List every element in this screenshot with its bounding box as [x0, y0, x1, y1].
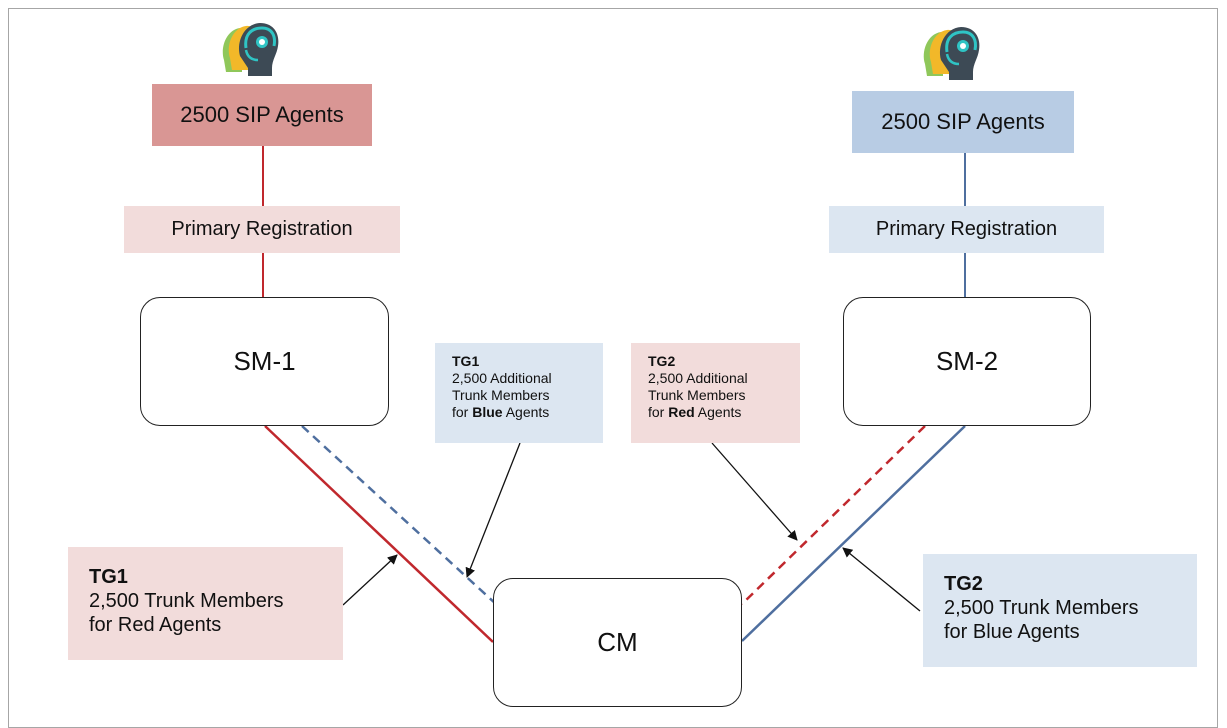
tg2-trunk-box: TG2 2,500 Trunk Members for Blue Agents: [923, 554, 1197, 667]
trunk-line: 2,500 Trunk Members: [944, 597, 1139, 619]
arrow-tg2-note: [711, 442, 798, 541]
note-line: 2,500 Additional: [648, 370, 748, 386]
note-line: for Blue Agents: [452, 404, 603, 421]
note-emphasis: Red: [668, 404, 695, 420]
trunk-title: TG2: [944, 573, 983, 595]
tg2-blue-trunk: [741, 425, 966, 642]
trunk-line: 2,500 Trunk Members: [89, 590, 284, 612]
note-title: TG2: [648, 353, 676, 369]
sm1-node: SM-1: [140, 297, 389, 426]
tg1-additional-note: TG1 2,500 Additional Trunk Members for B…: [435, 343, 603, 443]
tg1-red-trunk: [264, 425, 494, 643]
arrow-tg2-box: [842, 547, 921, 612]
note-prefix: for: [648, 404, 669, 420]
note-line: for Red Agents: [648, 404, 800, 421]
note-line: Trunk Members: [648, 387, 746, 403]
right-sip-agents-box: 2500 SIP Agents: [852, 91, 1074, 153]
trunk-title: TG1: [89, 566, 128, 588]
tg2-red-additional-trunk: [741, 425, 926, 605]
left-primary-registration: Primary Registration: [124, 206, 400, 253]
note-suffix: Agents: [502, 404, 550, 420]
arrow-tg1-box: [342, 554, 398, 606]
tg2-additional-note: TG2 2,500 Additional Trunk Members for R…: [631, 343, 800, 443]
tg1-trunk-box: TG1 2,500 Trunk Members for Red Agents: [68, 547, 343, 660]
trunk-line: for Red Agents: [89, 614, 222, 636]
trunk-line: for Blue Agents: [944, 621, 1080, 643]
sm2-node: SM-2: [843, 297, 1091, 426]
right-primary-registration: Primary Registration: [829, 206, 1104, 253]
agent-headset-heads-icon: [222, 23, 279, 76]
note-suffix: Agents: [694, 404, 742, 420]
cm-node: CM: [493, 578, 742, 707]
agent-headset-heads-icon: [923, 27, 980, 80]
note-title: TG1: [452, 353, 480, 369]
left-sip-agents-box: 2500 SIP Agents: [152, 84, 372, 146]
note-line: Trunk Members: [452, 387, 550, 403]
connections: [262, 146, 966, 643]
note-prefix: for: [452, 404, 473, 420]
arrow-tg1-note: [465, 442, 521, 578]
note-emphasis: Blue: [472, 404, 503, 420]
note-line: 2,500 Additional: [452, 370, 552, 386]
